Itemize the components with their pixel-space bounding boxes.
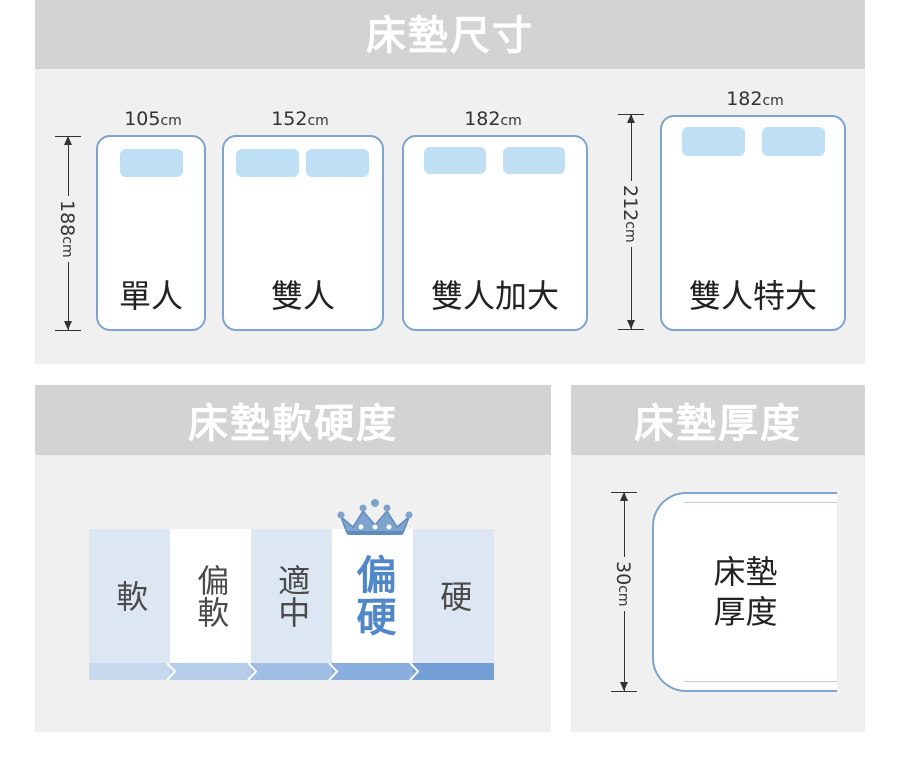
bed-single: 單人: [96, 135, 206, 331]
firmness-level-firm: 硬: [413, 529, 494, 663]
bed-queen: 雙人加大: [402, 135, 588, 331]
arrow-down-icon: [620, 682, 628, 691]
dimension-cap-bottom: [618, 329, 644, 330]
bed-name-king: 雙人特大: [688, 277, 817, 315]
width-unit: cm: [762, 93, 784, 109]
width-value: 105: [124, 108, 161, 130]
pillow: [682, 127, 745, 156]
gradient-bar-segment: [89, 663, 170, 680]
width-label-single: 105cm: [93, 108, 213, 130]
width-unit: cm: [307, 113, 329, 129]
firmness-level-medium: 適中: [251, 529, 332, 663]
firmness-label: 適中: [273, 564, 312, 628]
firmness-panel-title: 床墊軟硬度: [35, 385, 551, 455]
size-panel-title: 床墊尺寸: [35, 0, 865, 69]
pillow: [424, 147, 486, 174]
pillow: [503, 147, 565, 174]
width-value: 152: [271, 108, 308, 130]
firmness-label: 軟: [111, 580, 150, 612]
gradient-bar-segment: [251, 663, 332, 680]
gradient-bar-segment: [332, 663, 413, 680]
pillow: [306, 149, 369, 177]
mattress-bottom-layer-line: [684, 681, 837, 682]
width-value: 182: [464, 108, 501, 130]
firmness-label: 硬: [435, 580, 474, 612]
thickness-label: 30cm: [612, 557, 634, 611]
firmness-label: 偏軟: [192, 564, 231, 628]
mattress-cross-section: 床墊 厚度: [652, 492, 837, 692]
crown-icon: [337, 499, 413, 535]
length-value: 212: [619, 185, 641, 222]
width-unit: cm: [500, 113, 522, 129]
thickness-unit: cm: [615, 585, 631, 607]
thickness-value: 30: [612, 561, 634, 586]
width-value: 182: [726, 88, 763, 110]
firmness-panel: 床墊軟硬度 軟 偏軟 適中 偏硬 硬: [35, 385, 551, 732]
chevron-right-icon: [166, 663, 177, 680]
arrow-up-icon: [620, 492, 628, 501]
pillow: [120, 149, 183, 177]
firmness-level-soft: 軟: [89, 529, 170, 663]
length-unit: cm: [59, 236, 75, 258]
dimension-cap-bottom: [611, 691, 637, 692]
thickness-caption-line2: 厚度: [713, 593, 778, 631]
length-label-188: 188cm: [56, 196, 78, 262]
gradient-bar-segment: [170, 663, 251, 680]
width-label-queen: 182cm: [433, 108, 553, 130]
firmness-label: 偏硬: [349, 554, 396, 638]
bed-name-queen: 雙人加大: [430, 277, 559, 315]
length-value: 188: [56, 200, 78, 237]
width-unit: cm: [160, 113, 182, 129]
chevron-right-icon: [328, 663, 339, 680]
thickness-caption-line1: 床墊: [713, 553, 778, 591]
chevron-right-icon: [247, 663, 258, 680]
thickness-caption: 床墊 厚度: [654, 552, 837, 632]
size-panel: 床墊尺寸 188cm 105cm 單人 152cm 雙人 182cm 雙人加大 …: [35, 0, 865, 364]
chevron-divider-icons: [166, 663, 420, 680]
arrow-down-icon: [64, 321, 72, 330]
bed-name-double: 雙人: [270, 277, 335, 315]
dimension-cap-bottom: [55, 330, 81, 331]
bed-name-single: 單人: [118, 277, 183, 315]
gradient-bar-segment: [413, 663, 494, 680]
width-label-double: 152cm: [240, 108, 360, 130]
arrow-up-icon: [64, 136, 72, 145]
chevron-right-icon: [409, 663, 420, 680]
thickness-panel: 床墊厚度 30cm 床墊 厚度: [571, 385, 865, 732]
length-unit: cm: [622, 221, 638, 243]
arrow-down-icon: [627, 320, 635, 329]
width-label-king: 182cm: [695, 88, 815, 110]
bed-king: 雙人特大: [660, 115, 846, 331]
firmness-scale: 軟 偏軟 適中 偏硬 硬: [89, 529, 494, 681]
pillow: [236, 149, 299, 177]
mattress-top-layer-line: [684, 502, 837, 503]
thickness-panel-title: 床墊厚度: [571, 385, 865, 455]
firmness-level-medium-soft: 偏軟: [170, 529, 251, 663]
firmness-level-medium-firm: 偏硬: [332, 529, 413, 663]
pillow: [762, 127, 825, 156]
bed-double: 雙人: [222, 135, 384, 331]
arrow-up-icon: [627, 114, 635, 123]
length-label-212: 212cm: [619, 181, 641, 247]
